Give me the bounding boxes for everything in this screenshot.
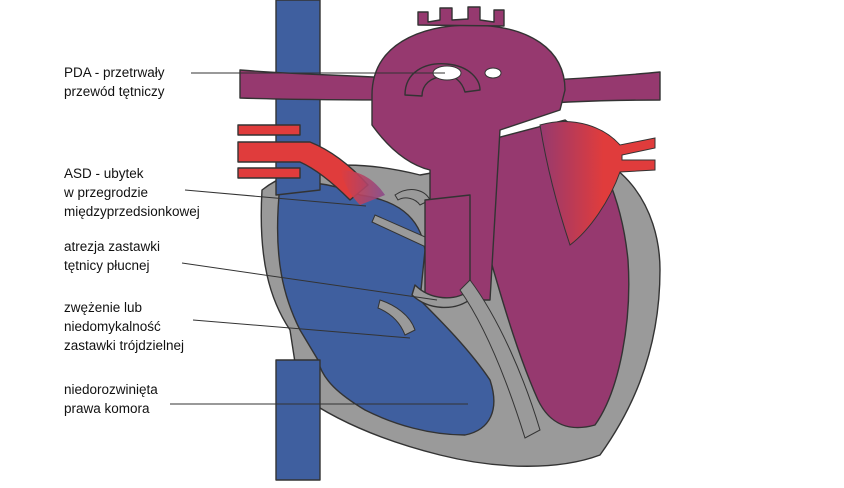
- label-tricuspid-line-3: zastawki trójdzielnej: [64, 338, 185, 353]
- label-pda-line-1: PDA - przetrwały: [64, 65, 165, 80]
- label-pda-line-2: przewód tętniczy: [64, 84, 165, 99]
- atrial-septum-2: [394, 189, 431, 206]
- label-asd-line-3: międzyprzedsionkowej: [64, 204, 200, 219]
- pulmonary-veins-right: [539, 121, 656, 246]
- label-pda: PDA - przetrwały przewód tętniczy: [64, 63, 165, 101]
- leader-asd: [184, 189, 367, 207]
- label-tricuspid: zwężenie lub niedomykalność zastawki tró…: [64, 298, 184, 355]
- label-asd: ASD - ubytek w przegrodzie międzyprzedsi…: [64, 164, 200, 221]
- ventricular-septum: [459, 279, 541, 439]
- label-pulmonary-atresia: atrezja zastawki tętnicy płucnej: [64, 237, 160, 275]
- label-tricuspid-line-1: zwężenie lub: [64, 300, 143, 315]
- label-tricuspid-line-2: niedomykalność: [64, 319, 161, 334]
- label-pulmonary-atresia-line-2: tętnicy płucnej: [64, 258, 150, 273]
- label-hypoplastic-rv: niedorozwinięta prawa komora: [64, 380, 158, 418]
- label-hypoplastic-rv-line-1: niedorozwinięta: [64, 382, 158, 397]
- leader-pulmonary-atresia: [181, 262, 438, 301]
- pulmonary-trunk: [424, 194, 471, 301]
- label-asd-line-2: w przegrodzie: [64, 185, 149, 200]
- asd-mixing-zone: [340, 170, 385, 205]
- aorta-branches: [417, 6, 505, 27]
- pulmonary-veins-left: [237, 124, 301, 136]
- label-asd-line-1: ASD - ubytek: [64, 166, 144, 181]
- tricuspid-valve: [377, 299, 416, 336]
- pda-opening-2: [484, 67, 502, 79]
- pulmonary-veins-left-3: [237, 167, 301, 179]
- leader-tricuspid: [192, 319, 411, 339]
- label-hypoplastic-rv-line-2: prawa komora: [64, 401, 150, 416]
- label-pulmonary-atresia-line-1: atrezja zastawki: [64, 239, 161, 254]
- inferior-vena-cava: [275, 359, 321, 481]
